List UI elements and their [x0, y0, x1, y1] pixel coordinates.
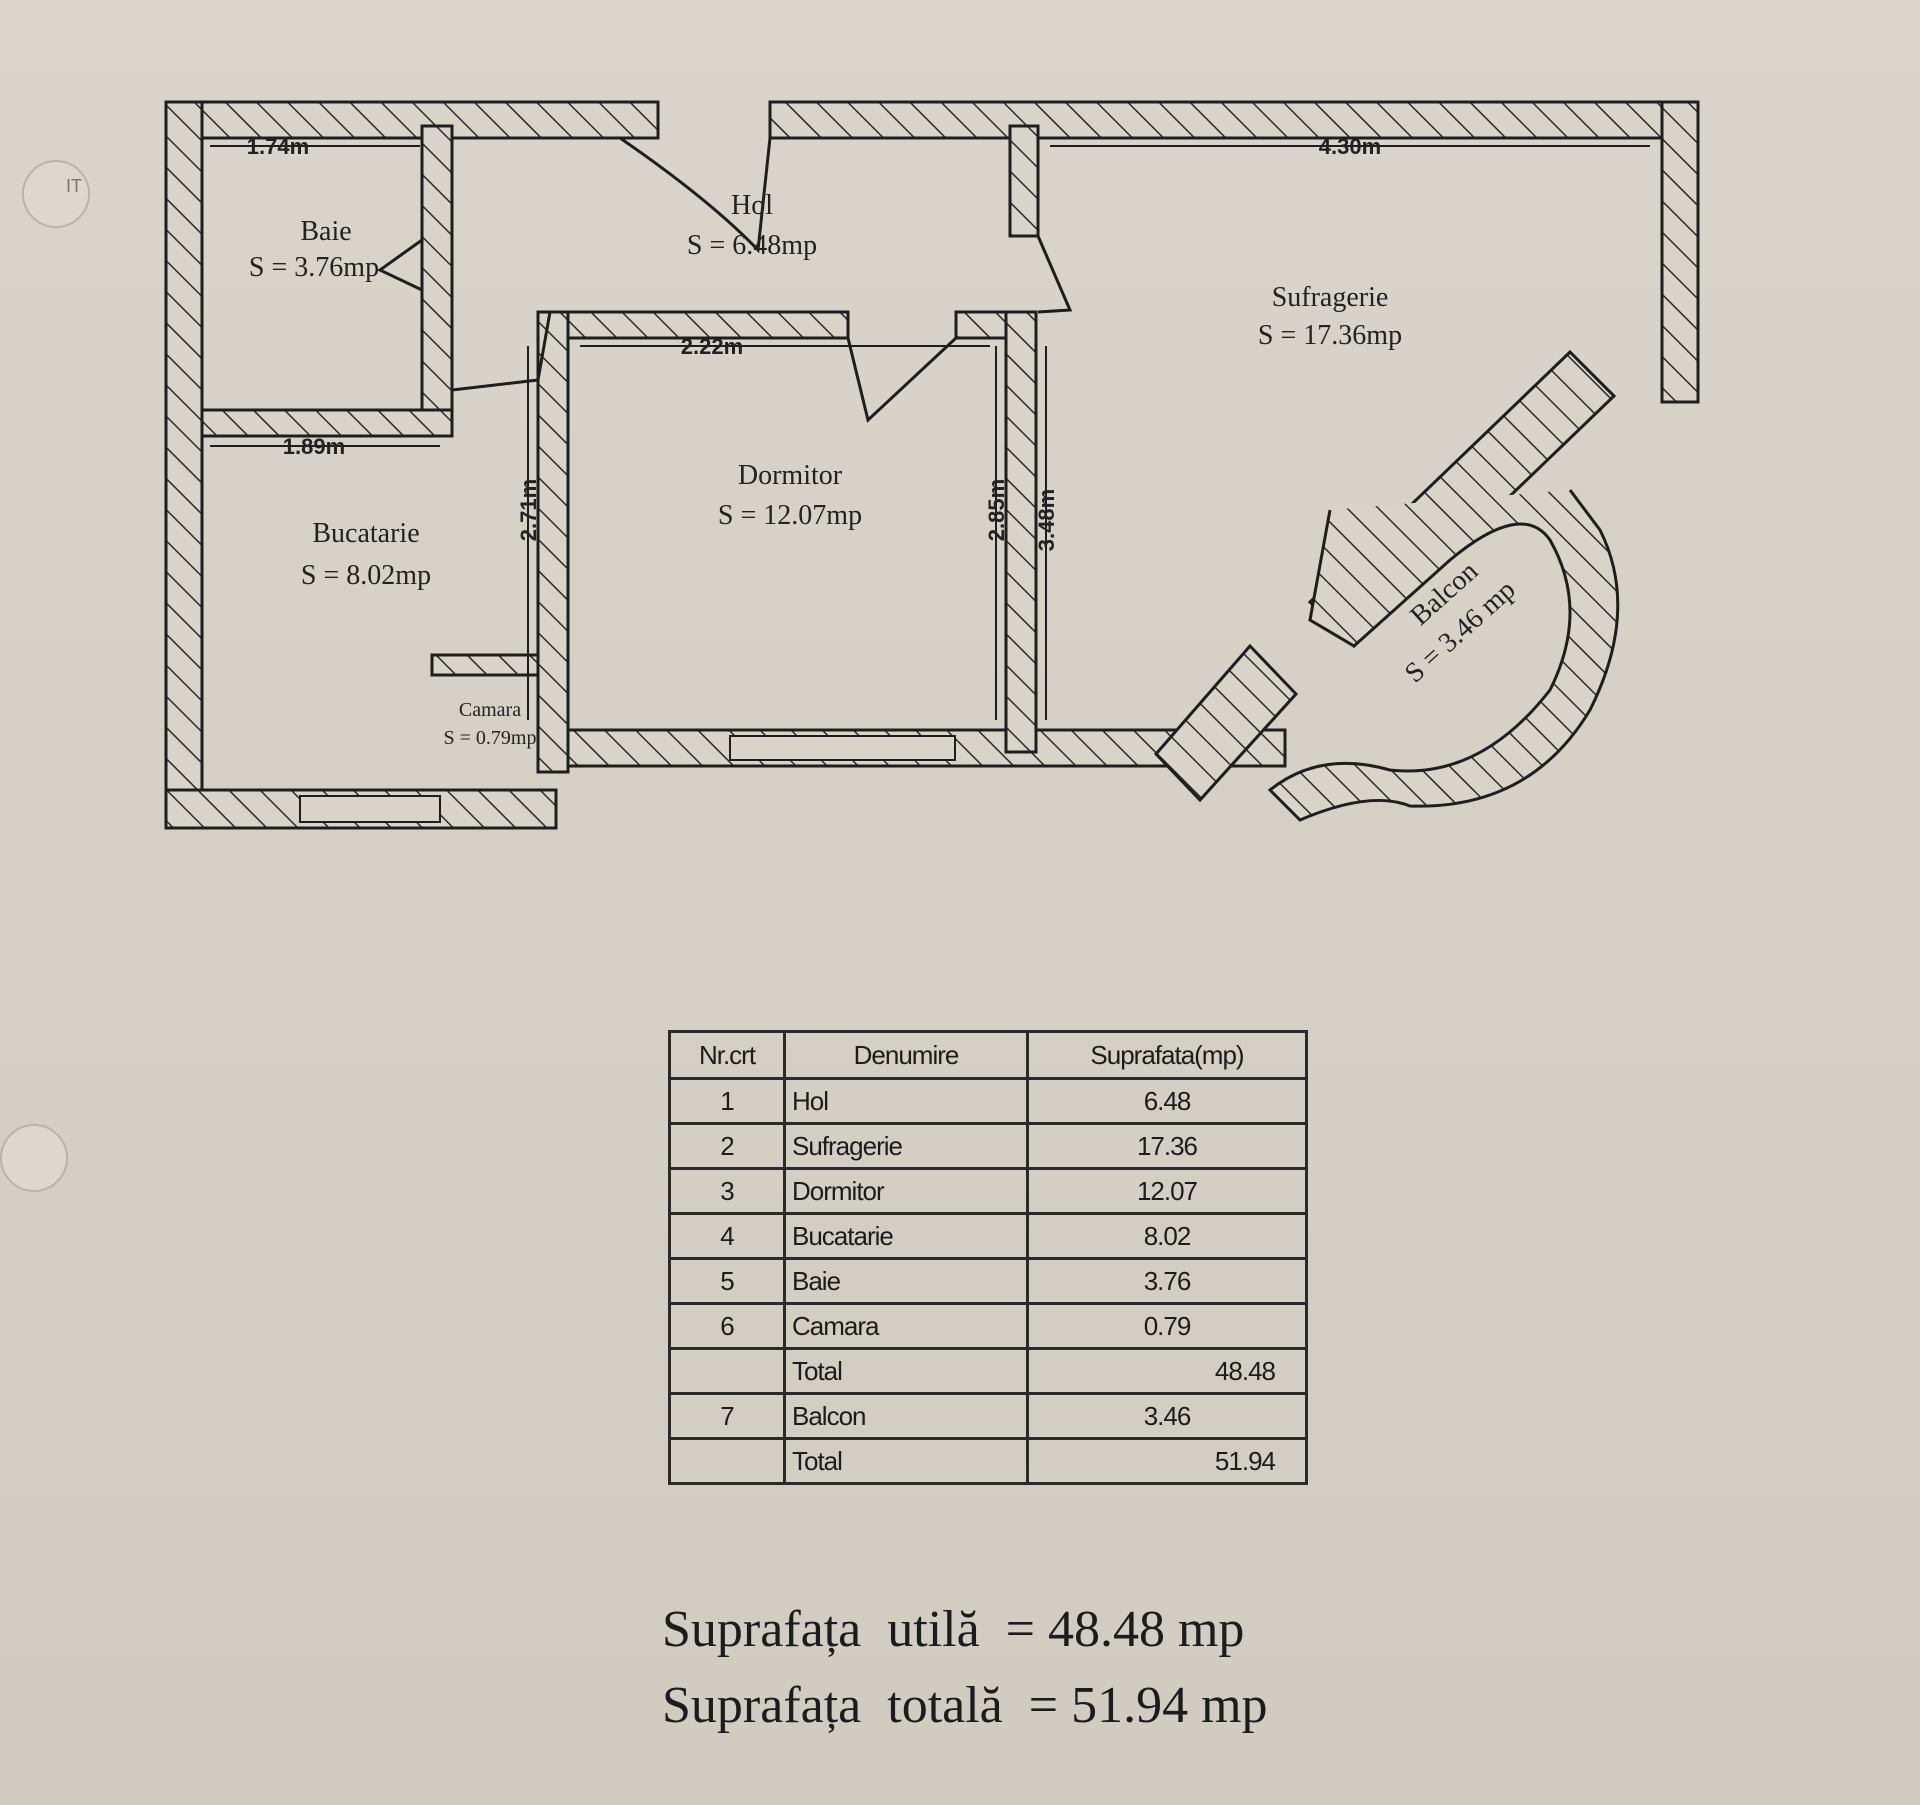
window-dormitor — [729, 735, 956, 761]
wall-top-right — [768, 100, 1700, 140]
wall-left — [164, 100, 204, 830]
room-bucatarie-name: Bucatarie — [312, 518, 419, 549]
windows — [299, 735, 956, 823]
table-row: 6 Camara 0.79 — [668, 1302, 1308, 1350]
cell-name: Total — [783, 1347, 1029, 1395]
wall-top-left — [176, 100, 660, 140]
cell-value: 51.94 — [1026, 1437, 1308, 1485]
room-camara-name: Camara — [459, 699, 521, 721]
table-row: 5 Baie 3.76 — [668, 1257, 1308, 1305]
room-camara-area: S = 0.79mp — [444, 727, 537, 749]
dim-sufragerie-depth: 3.48m — [1034, 489, 1059, 551]
punch-hole-bottom — [0, 1124, 68, 1192]
wall-bucatarie-dormitor — [536, 310, 570, 774]
room-dormitor-area: S = 12.07mp — [718, 500, 862, 531]
room-sufragerie-area: S = 17.36mp — [1258, 320, 1402, 351]
room-baie-area: S = 3.76mp — [249, 252, 379, 283]
cell-nr: 1 — [668, 1077, 786, 1125]
cell-nr: 5 — [668, 1257, 786, 1305]
cell-name: Baie — [783, 1257, 1029, 1305]
wall-hol-dormitor — [566, 310, 850, 340]
cell-value: 3.46 — [1026, 1392, 1308, 1440]
wall-baie-hol — [420, 124, 454, 438]
table-row: 4 Bucatarie 8.02 — [668, 1212, 1308, 1260]
table-row-total-utila: Total 48.48 — [668, 1347, 1308, 1395]
cell-value: 3.76 — [1026, 1257, 1308, 1305]
room-dormitor-name: Dormitor — [738, 460, 843, 491]
door-bucatarie — [451, 311, 552, 392]
room-bucatarie-area: S = 8.02mp — [301, 560, 431, 591]
summary-total-area: Suprafața totală = 51.94 mp — [662, 1677, 1268, 1734]
dim-dormitor-width: 2.22m — [681, 334, 743, 359]
wall-hol-sufragerie — [1008, 124, 1040, 238]
cell-value: 8.02 — [1026, 1212, 1308, 1260]
dim-dormitor-depth: 2.85m — [984, 479, 1009, 541]
dim-bucatarie-width: 1.89m — [283, 434, 345, 459]
balcon-outline — [1267, 489, 1620, 822]
room-baie-name: Baie — [300, 216, 351, 247]
cell-name: Camara — [783, 1302, 1029, 1350]
table-row: 3 Dormitor 12.07 — [668, 1167, 1308, 1215]
cell-name: Total — [783, 1437, 1029, 1485]
dim-sufragerie-width: 4.30m — [1319, 134, 1381, 159]
door-sufragerie — [1036, 235, 1073, 314]
wall-dormitor-sufragerie — [1004, 310, 1038, 754]
cell-name: Bucatarie — [783, 1212, 1029, 1260]
wall-balcon-bottom — [1153, 643, 1299, 803]
door-baie — [377, 238, 423, 292]
wall-baie-bucatarie — [200, 408, 454, 438]
punch-hole-top — [22, 160, 90, 228]
header-nr: Nr.crt — [668, 1030, 786, 1080]
cell-nr: 6 — [668, 1302, 786, 1350]
door-dormitor — [846, 336, 958, 423]
dimension-lines — [210, 145, 1650, 720]
cell-nr — [668, 1437, 786, 1485]
summary-useful-area: Suprafața utilă = 48.48 mp — [662, 1601, 1245, 1658]
wall-camara — [430, 653, 540, 677]
window-bucatarie — [299, 795, 441, 823]
room-hol-name: Hol — [731, 190, 773, 221]
table-row-total: Total 51.94 — [668, 1437, 1308, 1485]
cell-nr: 2 — [668, 1122, 786, 1170]
table-row: 7 Balcon 3.46 — [668, 1392, 1308, 1440]
walls — [164, 100, 1700, 830]
cell-name: Dormitor — [783, 1167, 1029, 1215]
cell-name: Hol — [783, 1077, 1029, 1125]
cell-value: 48.48 — [1026, 1347, 1308, 1395]
corner-mark: IT — [66, 176, 82, 196]
area-table: Nr.crt Denumire Suprafata(mp) 1 Hol 6.48… — [668, 1030, 1308, 1485]
cell-value: 12.07 — [1026, 1167, 1308, 1215]
cell-nr: 4 — [668, 1212, 786, 1260]
table-row: 2 Sufragerie 17.36 — [668, 1122, 1308, 1170]
table-header-row: Nr.crt Denumire Suprafata(mp) — [668, 1030, 1308, 1080]
doors — [377, 136, 1073, 423]
cell-value: 6.48 — [1026, 1077, 1308, 1125]
wall-right — [1660, 100, 1700, 404]
room-hol-area: S = 6.48mp — [687, 230, 817, 261]
cell-nr: 3 — [668, 1167, 786, 1215]
floor-plan: 1.74m 4.30m 2.22m 1.89m 2.71m 2.85m 3.48… — [164, 100, 1700, 830]
dim-baie-width: 1.74m — [247, 134, 309, 159]
cell-value: 17.36 — [1026, 1122, 1308, 1170]
dim-bucatarie-depth: 2.71m — [516, 479, 541, 541]
cell-nr — [668, 1347, 786, 1395]
room-sufragerie-name: Sufragerie — [1272, 282, 1389, 313]
cell-value: 0.79 — [1026, 1302, 1308, 1350]
door-entry — [615, 136, 772, 254]
cell-name: Sufragerie — [783, 1122, 1029, 1170]
header-denumire: Denumire — [783, 1030, 1029, 1080]
cell-name: Balcon — [783, 1392, 1029, 1440]
header-suprafata: Suprafata(mp) — [1026, 1030, 1308, 1080]
table-row: 1 Hol 6.48 — [668, 1077, 1308, 1125]
cell-nr: 7 — [668, 1392, 786, 1440]
